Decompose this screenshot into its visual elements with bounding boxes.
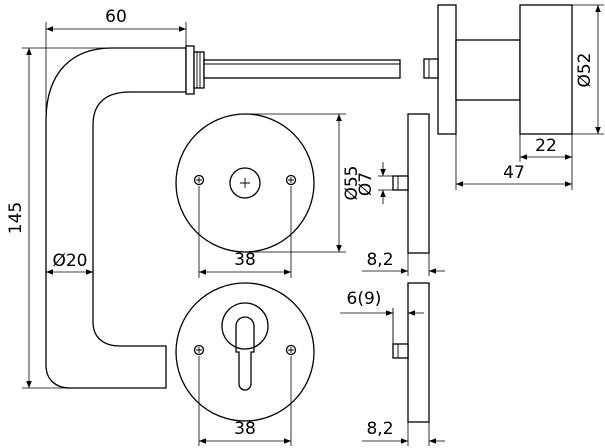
dim-thickness-top: 8,2	[362, 250, 445, 276]
dim-label-hole: Ø7	[356, 172, 376, 196]
rose-top	[175, 113, 315, 253]
lever-handle	[45, 45, 401, 389]
rose-top-pin	[392, 175, 409, 191]
spindle	[203, 59, 401, 79]
lever-collar	[185, 45, 195, 95]
lever-neck	[193, 51, 205, 89]
rose-top-plate	[407, 113, 430, 254]
cylinder-keyhole	[235, 316, 255, 391]
dim-knob-diameter: Ø52	[572, 4, 604, 135]
dim-label-82-top: 8,2	[366, 250, 393, 270]
dim-thickness-bottom: 8,2	[362, 419, 445, 446]
lever-body	[45, 47, 187, 389]
dim-label-38-bottom: 38	[234, 419, 256, 439]
spindle-cross	[240, 178, 250, 188]
dim-handle-width: 60	[45, 7, 187, 112]
dim-spindle-hole: Ø7	[356, 162, 393, 204]
dim-label-82-bottom: 8,2	[366, 419, 393, 439]
knob-pin	[423, 58, 439, 79]
dim-label-47: 47	[503, 163, 525, 183]
dim-knob-length: 47	[455, 134, 573, 190]
dim-label-60: 60	[105, 7, 127, 27]
dim-label-145: 145	[6, 202, 26, 234]
screw-right	[285, 174, 297, 186]
dim-label-grip: Ø20	[52, 251, 87, 271]
dim-label-rose: Ø55	[342, 165, 362, 200]
dim-pin-offset: 6(9)	[340, 289, 424, 316]
rose-bottom-plate	[407, 282, 430, 423]
dim-label-22: 22	[535, 136, 557, 156]
dim-screw-spacing-bottom: 38	[198, 356, 292, 446]
cylinder-head-outline	[221, 302, 269, 350]
knob	[423, 4, 573, 135]
dim-knob-depth: 22	[519, 134, 573, 162]
dim-screw-spacing-top: 38	[198, 186, 292, 278]
rose-bottom-pin	[392, 343, 409, 359]
dim-grip-diameter: Ø20	[46, 251, 93, 275]
dim-label-38-top: 38	[234, 250, 256, 270]
dim-handle-height: 145	[6, 47, 105, 389]
knob-rose	[437, 4, 457, 135]
dim-label-knob: Ø52	[575, 52, 595, 87]
neck-grooves	[196, 52, 201, 88]
screw-left-bottom	[193, 344, 205, 356]
rose-bottom-profile	[392, 282, 430, 423]
rose-bottom	[175, 282, 315, 422]
screw-right-bottom	[285, 344, 297, 356]
knob-neck	[455, 39, 521, 101]
knob-head	[519, 4, 573, 135]
dim-label-pin-offset: 6(9)	[347, 289, 382, 309]
screw-left	[193, 174, 205, 186]
dim-rose-diameter: Ø55	[245, 113, 362, 253]
rose-top-profile	[392, 113, 430, 254]
